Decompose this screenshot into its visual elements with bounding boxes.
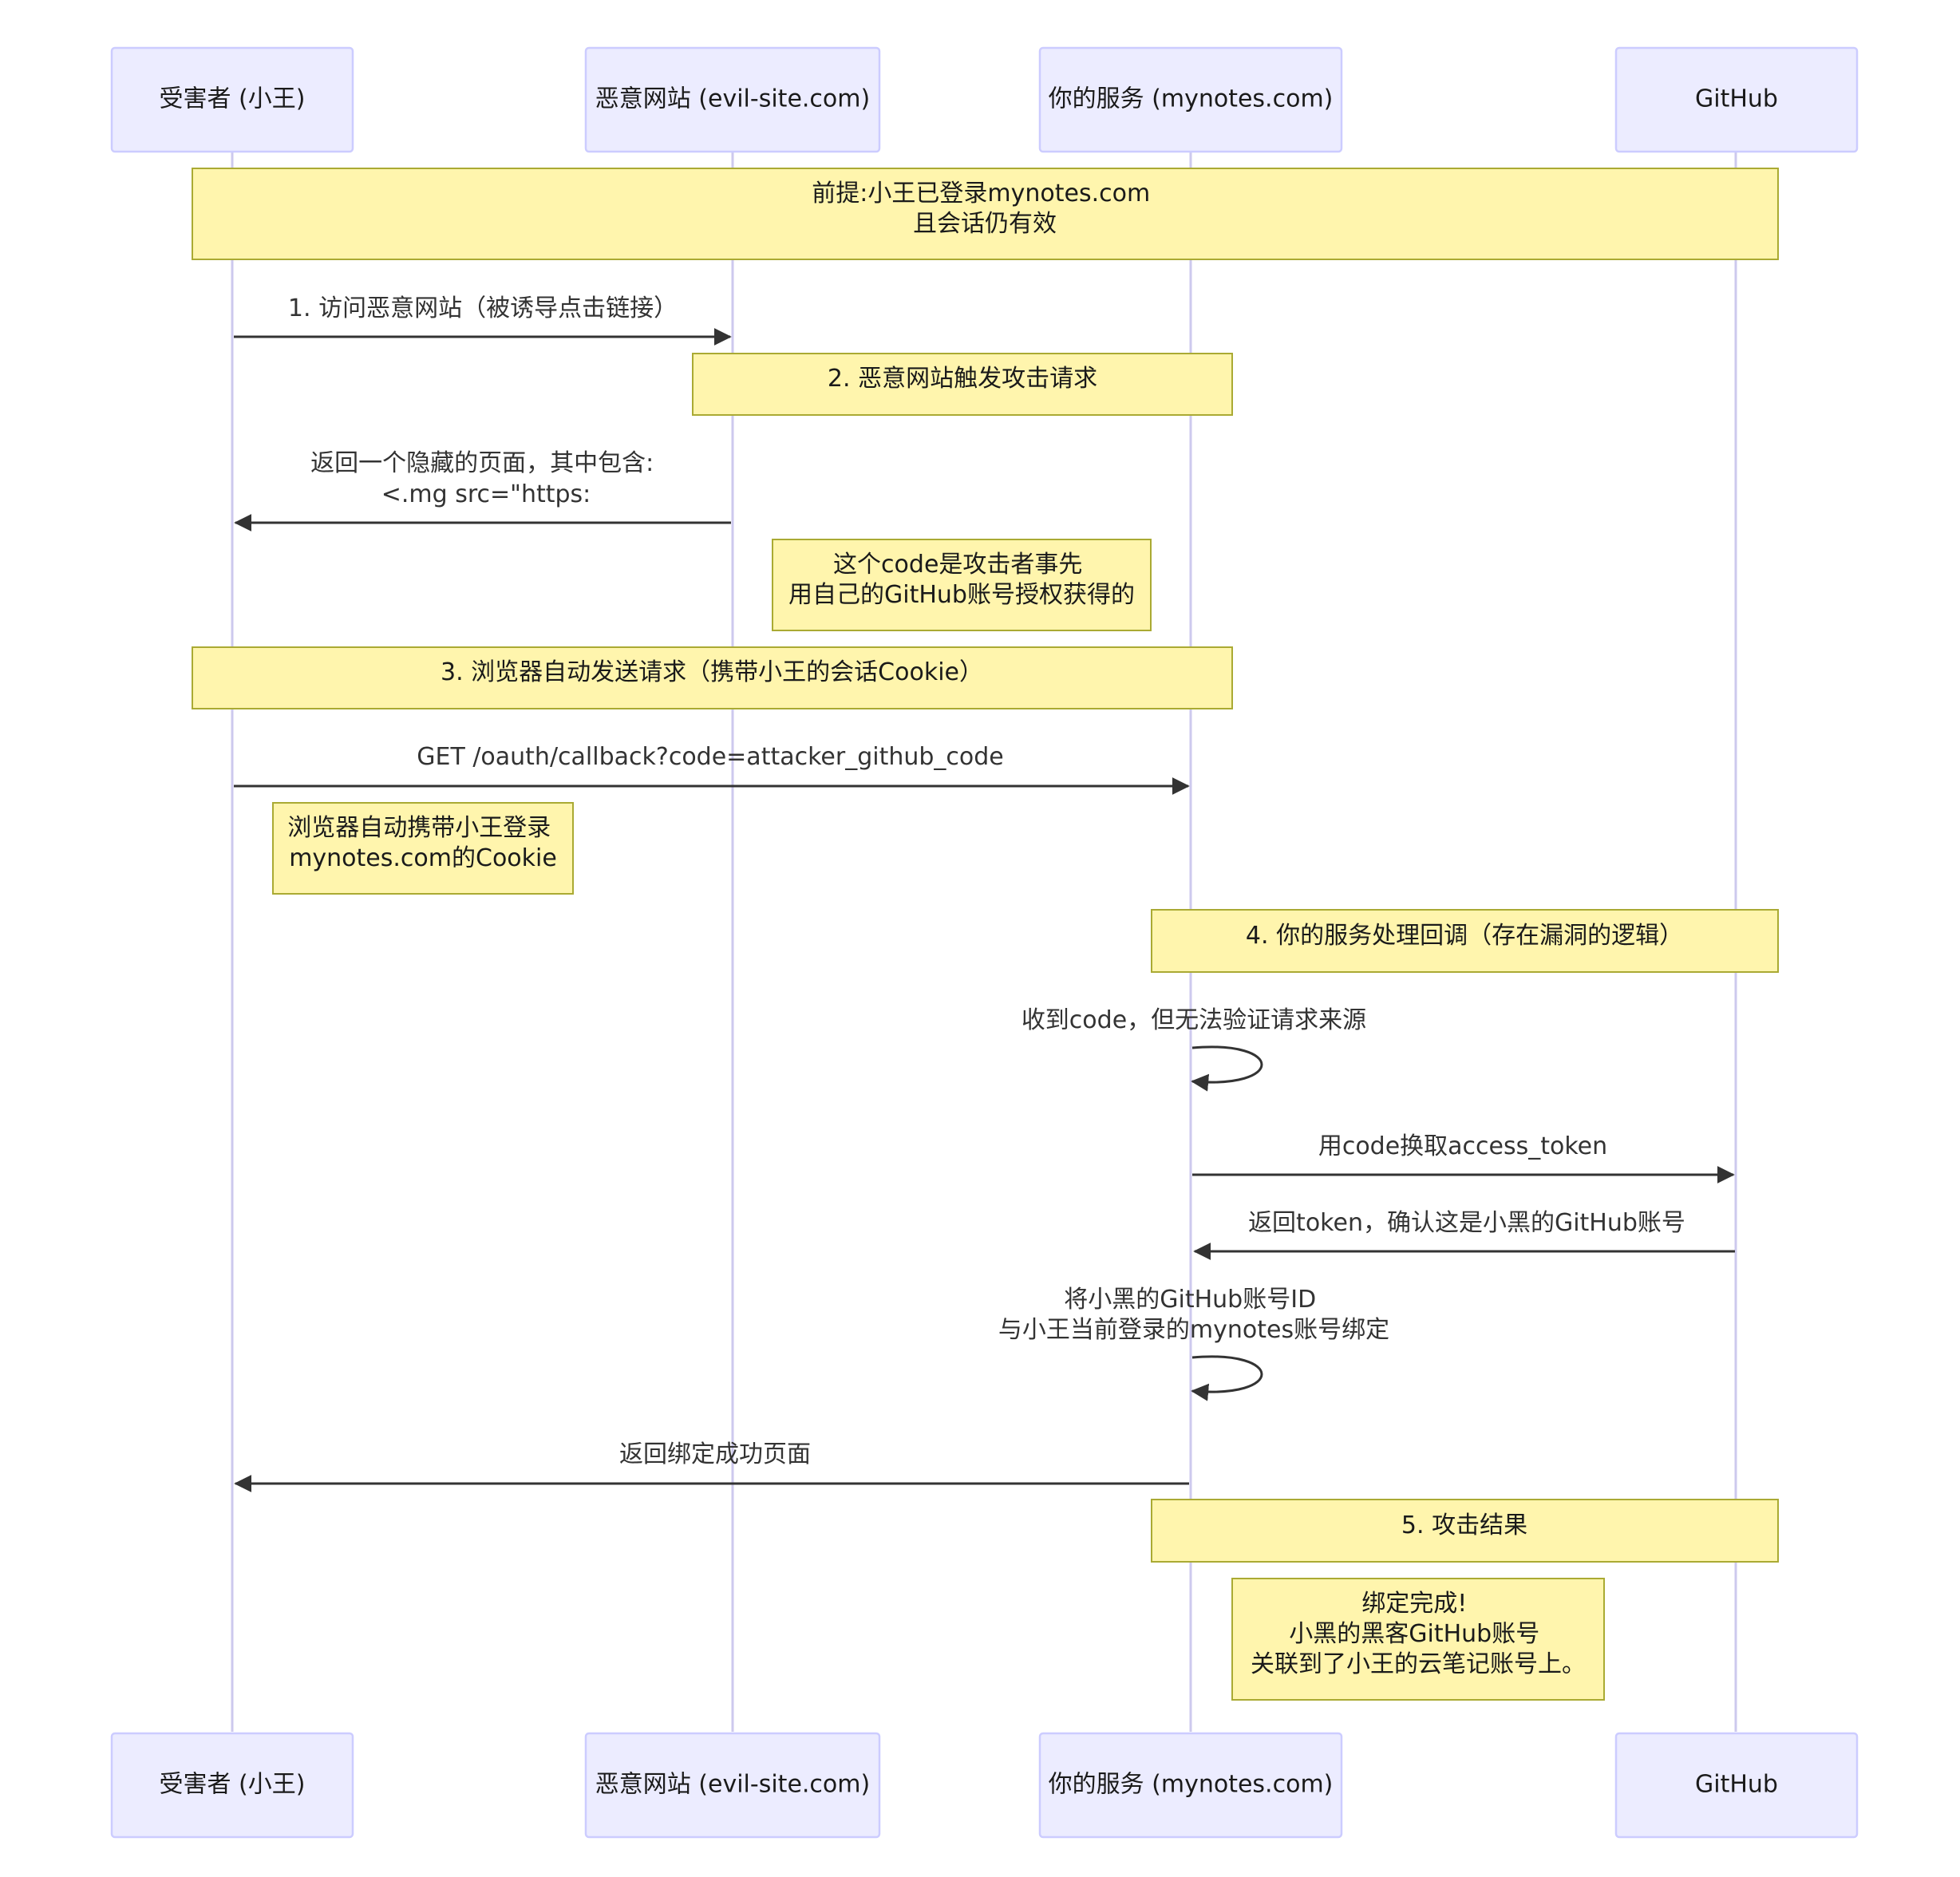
note-premise-text: 前提:小王已登录mynotes.com 且会话仍有效	[812, 180, 1157, 238]
message-visit-label: 1. 访问恶意网站（被诱导点击链接）	[288, 294, 678, 322]
message-bind-account-arrow	[1191, 1355, 1263, 1401]
actor-service-top: 你的服务 (mynotes.com)	[1038, 46, 1343, 153]
note-step2-text: 2. 恶意网站触发攻击请求	[828, 365, 1097, 393]
actor-github-top: GitHub	[1614, 46, 1859, 153]
actor-github-bottom: GitHub	[1614, 1732, 1859, 1839]
message-bind-success-label: 返回绑定成功页面	[619, 1440, 811, 1468]
actor-victim-bottom: 受害者 (小王)	[110, 1732, 354, 1839]
actor-evil-site-bottom: 恶意网站 (evil-site.com)	[584, 1732, 881, 1839]
actor-evil-site-top: 恶意网站 (evil-site.com)	[584, 46, 881, 153]
actor-evil-site-label: 恶意网站 (evil-site.com)	[595, 1771, 870, 1799]
note-step4-text: 4. 你的服务处理回调（存在漏洞的逻辑）	[1246, 922, 1683, 950]
message-return-token: 返回token，确认这是小黑的GitHub账号	[1193, 1209, 1735, 1260]
actor-github-label: GitHub	[1695, 1771, 1778, 1799]
message-exchange-token: 用code换取access_token	[1192, 1132, 1735, 1183]
actor-service-label: 你的服务 (mynotes.com)	[1049, 85, 1334, 113]
message-receive-code-arrow	[1191, 1045, 1263, 1092]
note-step5-text: 5. 攻击结果	[1401, 1511, 1527, 1539]
note-premise: 前提:小王已登录mynotes.com 且会话仍有效	[192, 168, 1779, 260]
message-return-token-label: 返回token，确认这是小黑的GitHub账号	[1248, 1209, 1685, 1237]
message-receive-code-label: 收到code，但无法验证请求来源	[1021, 1006, 1366, 1034]
actor-victim-label: 受害者 (小王)	[160, 85, 306, 113]
note-step5: 5. 攻击结果	[1151, 1499, 1779, 1563]
message-get-callback: GET /oauth/callback?code=attacker_github…	[234, 743, 1190, 795]
message-bind-account-label: 将小黑的GitHub账号ID 与小王当前登录的mynotes账号绑定	[998, 1286, 1389, 1344]
note-step3: 3. 浏览器自动发送请求（携带小王的会话Cookie）	[192, 646, 1233, 709]
note-result: 绑定完成! 小黑的黑客GitHub账号 关联到了小王的云笔记账号上。	[1231, 1578, 1605, 1701]
note-result-text: 绑定完成! 小黑的黑客GitHub账号 关联到了小王的云笔记账号上。	[1251, 1590, 1586, 1678]
note-cookie-text: 浏览器自动携带小王登录 mynotes.com的Cookie	[287, 814, 559, 872]
note-step4: 4. 你的服务处理回调（存在漏洞的逻辑）	[1151, 909, 1779, 973]
actor-github-label: GitHub	[1695, 85, 1778, 113]
message-exchange-token-label: 用code换取access_token	[1318, 1132, 1607, 1160]
actor-evil-site-label: 恶意网站 (evil-site.com)	[595, 85, 870, 113]
actor-service-label: 你的服务 (mynotes.com)	[1049, 1771, 1334, 1799]
note-step2: 2. 恶意网站触发攻击请求	[692, 353, 1233, 416]
message-visit-evil-site: 1. 访问恶意网站（被诱导点击链接）	[234, 294, 732, 346]
actor-victim-label: 受害者 (小王)	[160, 1771, 306, 1799]
message-bind-success: 返回绑定成功页面	[234, 1440, 1189, 1492]
message-receive-code: 收到code，但无法验证请求来源	[1021, 1006, 1366, 1092]
note-step3-text: 3. 浏览器自动发送请求（携带小王的会话Cookie）	[441, 658, 983, 686]
note-code-origin: 这个code是攻击者事先 用自己的GitHub账号授权获得的	[772, 539, 1152, 631]
message-bind-account: 将小黑的GitHub账号ID 与小王当前登录的mynotes账号绑定	[998, 1286, 1389, 1401]
note-cookie: 浏览器自动携带小王登录 mynotes.com的Cookie	[272, 802, 574, 895]
message-hidden-page: 返回一个隐藏的页面，其中包含: <.mg src="https:	[234, 449, 731, 531]
note-code-origin-text: 这个code是攻击者事先 用自己的GitHub账号授权获得的	[788, 551, 1135, 609]
actor-service-bottom: 你的服务 (mynotes.com)	[1038, 1732, 1343, 1839]
message-hidden-page-label: 返回一个隐藏的页面，其中包含: <.mg src="https:	[310, 449, 662, 508]
message-get-callback-label: GET /oauth/callback?code=attacker_github…	[417, 743, 1004, 771]
actor-victim-top: 受害者 (小王)	[110, 46, 354, 153]
